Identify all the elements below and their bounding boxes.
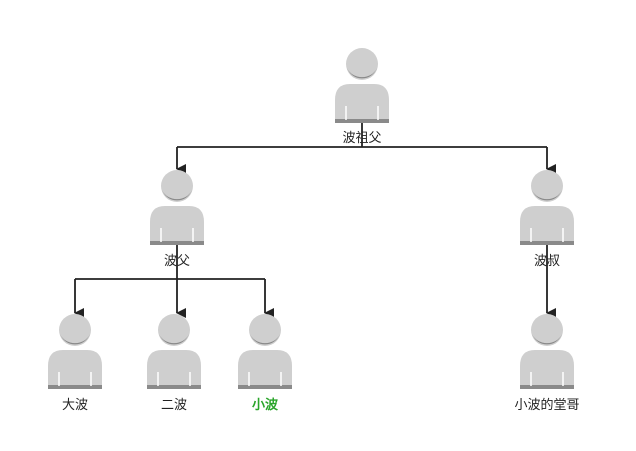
person-icon-father — [150, 170, 204, 245]
person-icon-cousin — [520, 314, 574, 389]
node-label-grandfather: 波祖父 — [342, 131, 382, 146]
node-label-uncle: 波叔 — [533, 254, 560, 269]
node-label-eldest: 大波 — [61, 398, 88, 413]
person-icon-xiaobo — [238, 314, 292, 389]
person-icon-grandfather — [335, 48, 389, 123]
person-icon-uncle — [520, 170, 574, 245]
person-icon-second — [147, 314, 201, 389]
person-icon-eldest — [48, 314, 102, 389]
node-label-second: 二波 — [160, 398, 187, 413]
node-label-father: 波父 — [163, 254, 190, 269]
node-label-cousin: 小波的堂哥 — [514, 398, 580, 413]
node-label-xiaobo: 小波 — [251, 398, 278, 413]
